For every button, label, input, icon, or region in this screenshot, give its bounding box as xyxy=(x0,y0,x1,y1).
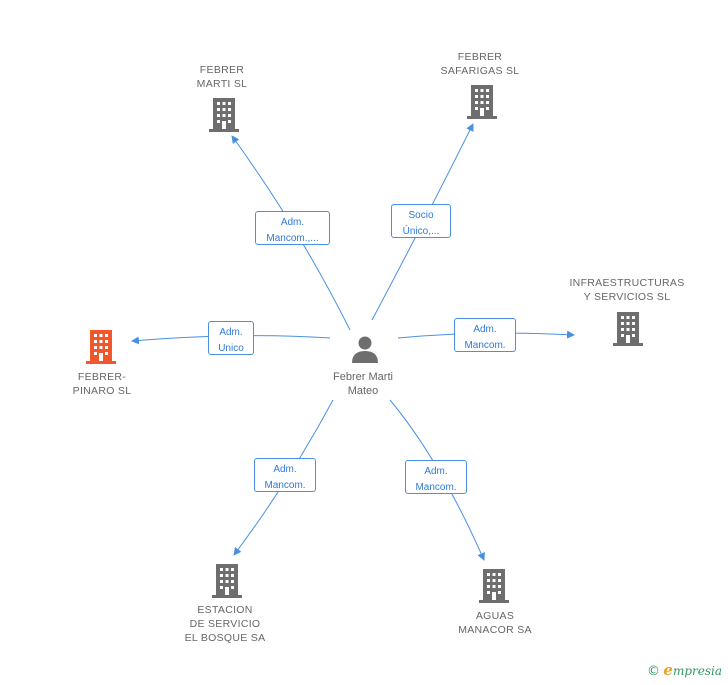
building-icon xyxy=(467,85,497,119)
building-icon xyxy=(479,569,509,603)
company-infraestructuras[interactable]: INFRAESTRUCTURAS Y SERVICIOS SL xyxy=(562,276,692,304)
company-name: FEBRER MARTI SL xyxy=(196,64,248,90)
company-febrer-pinaro[interactable]: FEBRER- PINARO SL xyxy=(52,370,152,398)
company-name: FEBRER- PINARO SL xyxy=(72,371,132,397)
relation-box[interactable]: Adm. Unico xyxy=(208,321,254,355)
logo-text: mpresia xyxy=(672,664,722,678)
copyright-symbol: © xyxy=(647,664,661,679)
company-name: ESTACION DE SERVICIO EL BOSQUE SA xyxy=(184,604,266,644)
logo-e: e xyxy=(663,661,673,679)
company-estacion[interactable]: ESTACION DE SERVICIO EL BOSQUE SA xyxy=(170,603,280,645)
person-icon xyxy=(352,336,378,363)
company-febrer-marti[interactable]: FEBRER MARTI SL xyxy=(172,63,272,91)
relation-box[interactable]: Adm. Mancom. xyxy=(405,460,467,494)
building-icon xyxy=(212,564,242,598)
center-person-name[interactable]: Febrer Marti Mateo xyxy=(333,371,393,397)
building-icon xyxy=(209,98,239,132)
relation-box[interactable]: Adm. Mancom.,... xyxy=(255,211,330,245)
building-icon-highlight xyxy=(86,330,116,364)
building-icon xyxy=(613,312,643,346)
company-febrer-safarigas[interactable]: FEBRER SAFARIGAS SL xyxy=(420,50,540,78)
company-name: AGUAS MANACOR SA xyxy=(458,610,532,636)
company-name: FEBRER SAFARIGAS SL xyxy=(440,51,520,77)
relation-box[interactable]: Socio Único,... xyxy=(391,204,451,238)
relation-box[interactable]: Adm. Mancom. xyxy=(454,318,516,352)
company-aguas-manacor[interactable]: AGUAS MANACOR SA xyxy=(440,609,550,637)
company-name: INFRAESTRUCTURAS Y SERVICIOS SL xyxy=(569,277,685,303)
relation-box[interactable]: Adm. Mancom. xyxy=(254,458,316,492)
empresia-logo[interactable]: © empresia xyxy=(647,661,722,679)
